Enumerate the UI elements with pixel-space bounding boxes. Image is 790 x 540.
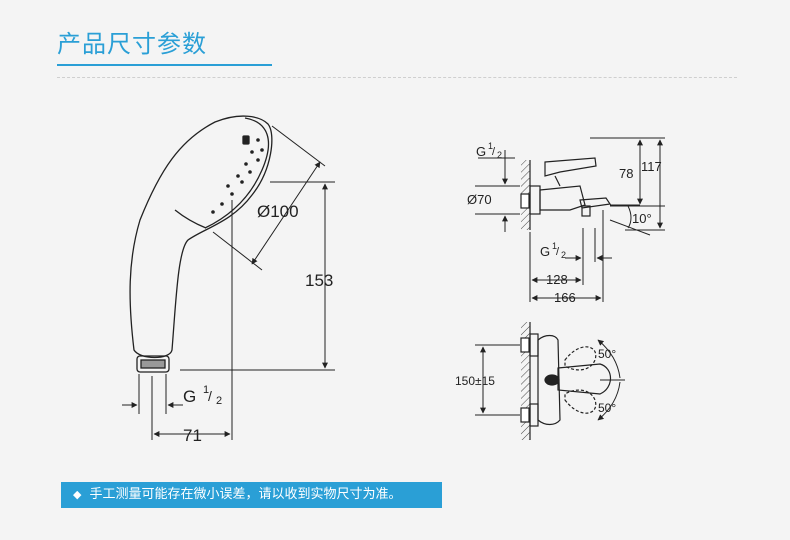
hand-shower-drawing	[129, 115, 273, 373]
diamond-bullet-icon: ◆	[73, 488, 82, 501]
mixer-thread-bottom-num: 1	[552, 241, 557, 251]
hand-shower-length-label: 153	[305, 271, 333, 290]
mixer-top-dimensions	[475, 339, 625, 421]
note-text: 手工测量可能存在微小误差，请以收到实物尺寸为准。	[89, 487, 402, 502]
mixer-thread-top-den: 2	[497, 150, 502, 160]
mixer-height-78-label: 78	[619, 166, 633, 181]
hand-shower-diameter-label: Ø100	[257, 202, 299, 221]
hand-shower-thread-label: G	[183, 387, 196, 406]
mixer-width-128-label: 128	[546, 272, 568, 287]
page-title: 产品尺寸参数	[57, 30, 207, 58]
dashed-divider	[57, 77, 737, 78]
hand-shower-thread-slash: /	[208, 388, 212, 404]
mixer-width-166-label: 166	[554, 290, 576, 305]
mixer-diameter-label: Ø70	[467, 192, 492, 207]
mixer-top-angle-label: 50°	[598, 347, 616, 361]
hand-shower-width-label: 71	[183, 426, 202, 445]
mixer-thread-bottom-den: 2	[561, 250, 566, 260]
mixer-height-117-label: 117	[641, 159, 662, 174]
hand-shower-dimensions	[122, 125, 335, 440]
mixer-bottom-angle-label: 50°	[598, 401, 616, 415]
mixer-thread-top-num: 1	[488, 141, 493, 151]
mixer-side-drawing	[520, 157, 612, 230]
mixer-angle-label: 10°	[632, 211, 652, 226]
mixer-thread-bottom-slash: /	[556, 246, 560, 258]
mixer-thread-top-slash: /	[492, 146, 496, 158]
mixer-thread-top-label: G	[476, 144, 486, 159]
mixer-top-drawing	[520, 322, 612, 440]
note-bar: ◆ 手工测量可能存在微小误差，请以收到实物尺寸为准。	[61, 482, 442, 508]
hand-shower-thread-num: 1	[203, 384, 209, 396]
mixer-side-dimensions	[475, 137, 665, 302]
mixer-thread-bottom-label: G	[540, 244, 550, 259]
mixer-spacing-label: 150±15	[455, 374, 495, 388]
title-underline	[57, 64, 272, 66]
hand-shower-thread-den: 2	[216, 395, 222, 407]
